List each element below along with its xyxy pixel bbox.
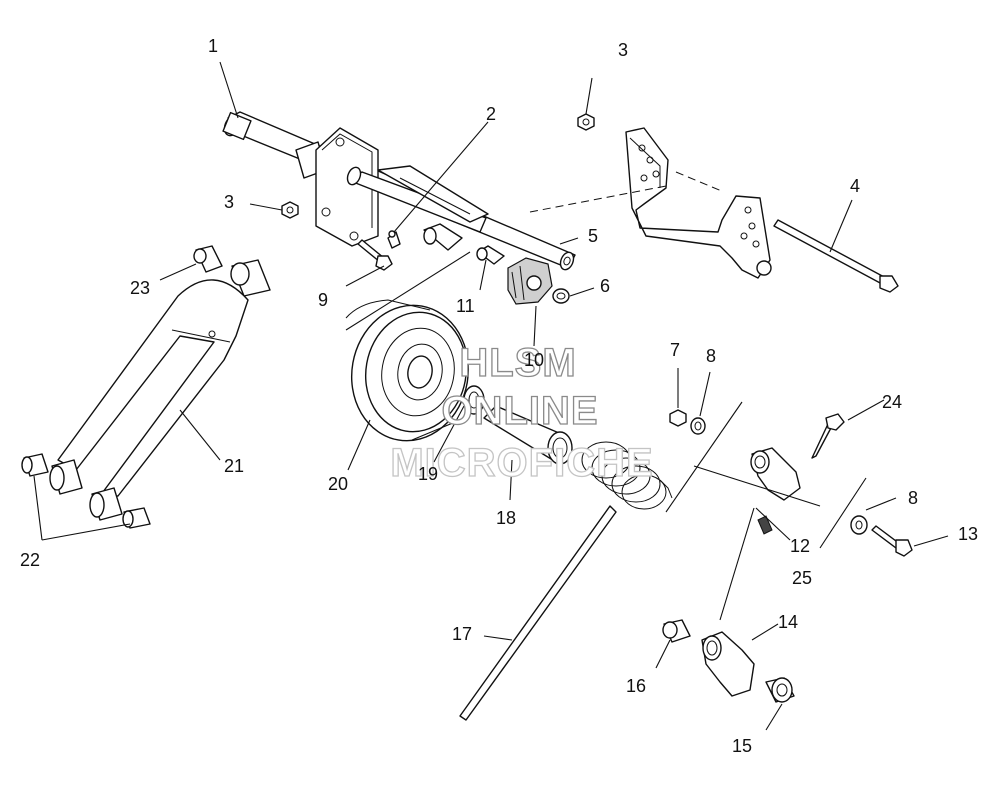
grease-fitting: [387, 230, 401, 249]
set-screw: [757, 515, 773, 535]
tensioner-cam: [507, 257, 553, 305]
callout-19: 19: [418, 464, 438, 484]
callout-5: 5: [588, 226, 598, 246]
idler-wheel: [345, 299, 470, 442]
watermark-line-2: ONLINE: [441, 389, 598, 433]
washer-19: [463, 385, 485, 415]
callout-8-upper: 8: [706, 346, 716, 366]
bushing-16: [662, 619, 691, 643]
callout-3-top: 3: [618, 40, 628, 60]
callout-24: 24: [882, 392, 902, 412]
callout-4: 4: [850, 176, 860, 196]
callout-14: 14: [778, 612, 798, 632]
callout-16: 16: [626, 676, 646, 696]
bushing-23: [193, 245, 271, 297]
spacer: [476, 245, 505, 265]
bushing-11: [423, 223, 463, 251]
callout-18: 18: [496, 508, 516, 528]
callout-12: 12: [790, 536, 810, 556]
callout-13: 13: [958, 524, 978, 544]
leader-lines: [33, 61, 949, 731]
callout-21: 21: [224, 456, 244, 476]
callout-3-left: 3: [224, 192, 234, 212]
clevis-12: [750, 447, 801, 501]
bushing-15: [765, 677, 795, 703]
callout-8-lower: 8: [908, 488, 918, 508]
rear-arm: [57, 279, 249, 497]
callout-25: 25: [792, 568, 812, 588]
callout-10: 10: [524, 350, 544, 370]
callout-15: 15: [732, 736, 752, 756]
nut-7: [669, 409, 687, 427]
torsion-spring: [459, 441, 673, 721]
watermark: HLSM ONLINE MICROFICHE: [390, 340, 654, 485]
clevis-14: [701, 631, 755, 697]
callout-1: 1: [208, 36, 218, 56]
watermark-line-3: MICROFICHE: [390, 441, 653, 485]
bushing-22: [21, 453, 151, 529]
bolt-13: [871, 525, 913, 557]
callout-20: 20: [328, 474, 348, 494]
callout-2: 2: [486, 104, 496, 124]
cross-shaft-assembly: [222, 111, 576, 271]
bolt-24: [811, 413, 845, 459]
washer-8-upper: [690, 417, 706, 435]
callout-23: 23: [130, 278, 150, 298]
callout-6: 6: [600, 276, 610, 296]
lock-nut-top: [577, 113, 595, 131]
callout-22: 22: [20, 550, 40, 570]
axle-tube: [483, 405, 573, 465]
callout-17: 17: [452, 624, 472, 644]
callout-labels: 1 2 3 3 4 5 6 7 8 8 9 10 11 12 13 14 15 …: [20, 36, 978, 756]
washer-6: [552, 288, 570, 304]
rail-brackets: [529, 127, 772, 279]
lock-nut-left: [281, 201, 299, 219]
bolt-9: [357, 239, 393, 271]
washer-8-lower: [850, 515, 868, 535]
callout-7: 7: [670, 340, 680, 360]
long-bolt: [773, 219, 899, 293]
callout-11: 11: [456, 296, 475, 316]
callout-9: 9: [318, 290, 328, 310]
watermark-line-1: HLSM: [459, 341, 576, 385]
